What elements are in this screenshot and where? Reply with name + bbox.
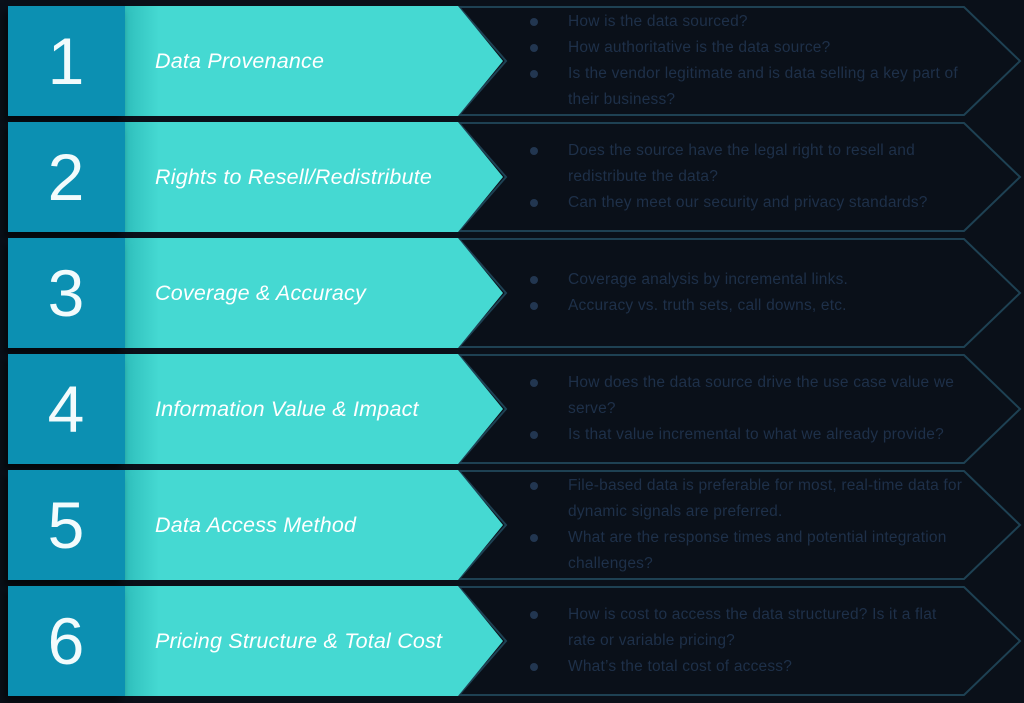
criteria-row-6: Pricing Structure & Total Cost 6 How is … [0,586,1024,696]
chevron-banner-shape [459,123,1020,231]
bullet-text: What’s the total cost of access? [568,658,793,675]
bullet-banner-outline [458,6,1022,116]
criteria-row-1: Data Provenance 1 How is the data source… [0,6,1024,116]
criteria-row-3: Coverage & Accuracy 3 Coverage analysis … [0,238,1024,348]
bullet-text: How authoritative is the data source? [568,39,831,56]
bullet-text: Coverage analysis by incremental links. [568,271,849,288]
step-number-box: 4 [8,354,125,464]
step-number-box: 6 [8,586,125,696]
bullet-banner-outline [458,586,1022,696]
chevron-banner-shape [459,7,1020,115]
bullet-item: How does the data source drive the use c… [528,370,966,422]
bullet-text: Can they meet our security and privacy s… [568,194,928,211]
step-title-arrow: Data Provenance [125,6,503,116]
bullet-banner-outline [458,238,1022,348]
step-bullet-list: How does the data source drive the use c… [528,370,966,448]
bullet-item: How is cost to access the data structure… [528,602,966,654]
step-number-box: 2 [8,122,125,232]
bullet-banner-outline [458,122,1022,232]
step-title-arrow: Pricing Structure & Total Cost [125,586,503,696]
step-number-box: 1 [8,6,125,116]
step-title-arrow: Information Value & Impact [125,354,503,464]
criteria-row-4: Information Value & Impact 4 How does th… [0,354,1024,464]
step-title: Rights to Resell/Redistribute [155,164,433,189]
chevron-banner-shape [459,587,1020,695]
bullet-banner-outline [458,470,1022,580]
bullet-text: Is that value incremental to what we alr… [568,426,944,443]
step-title-arrow: Data Access Method [125,470,503,580]
bullet-item: How is the data sourced? [528,9,966,35]
bullet-text: How does the data source drive the use c… [568,374,955,417]
bullet-item: Does the source have the legal right to … [528,138,966,190]
step-number: 1 [47,24,86,98]
criteria-row-2: Rights to Resell/Redistribute 2 Does the… [0,122,1024,232]
bullet-text: How is the data sourced? [568,13,748,30]
step-number: 6 [47,604,86,678]
bullet-item: Is that value incremental to what we alr… [528,422,966,448]
bullet-text: Accuracy vs. truth sets, call downs, etc… [568,297,847,314]
bullet-text: File-based data is preferable for most, … [568,477,963,520]
step-title: Data Access Method [155,512,357,537]
chevron-banner-shape [459,355,1020,463]
chevron-banner-shape [459,471,1020,579]
chevron-banner-shape [459,239,1020,347]
bullet-item: Accuracy vs. truth sets, call downs, etc… [528,293,966,319]
bullet-item: Is the vendor legitimate and is data sel… [528,61,966,113]
bullet-item: Coverage analysis by incremental links. [528,267,966,293]
step-title-arrow: Coverage & Accuracy [125,238,503,348]
step-bullet-list: How is the data sourced? How authoritati… [528,9,966,113]
step-number-box: 5 [8,470,125,580]
step-number: 5 [47,488,86,562]
bullet-item: How authoritative is the data source? [528,35,966,61]
bullet-text: Is the vendor legitimate and is data sel… [568,65,958,108]
bullet-text: Does the source have the legal right to … [568,142,915,185]
bullet-item: What’s the total cost of access? [528,654,966,680]
bullet-item: Can they meet our security and privacy s… [528,190,966,216]
step-title: Coverage & Accuracy [155,280,366,305]
bullet-item: File-based data is preferable for most, … [528,473,966,525]
step-title: Pricing Structure & Total Cost [155,628,443,653]
step-number: 3 [47,256,86,330]
bullet-item: What are the response times and potentia… [528,525,966,577]
bullet-text: What are the response times and potentia… [568,529,947,572]
bullet-text: How is cost to access the data structure… [568,606,937,649]
step-bullet-list: File-based data is preferable for most, … [528,473,966,577]
step-bullet-list: Does the source have the legal right to … [528,138,966,216]
step-number: 4 [47,372,86,446]
step-title: Information Value & Impact [155,396,419,421]
bullet-banner-outline [458,354,1022,464]
step-title-arrow: Rights to Resell/Redistribute [125,122,503,232]
criteria-row-5: Data Access Method 5 File-based data is … [0,470,1024,580]
step-number: 2 [47,140,86,214]
step-bullet-list: How is cost to access the data structure… [528,602,966,680]
step-title: Data Provenance [155,48,325,73]
step-bullet-list: Coverage analysis by incremental links. … [528,267,966,319]
step-number-box: 3 [8,238,125,348]
